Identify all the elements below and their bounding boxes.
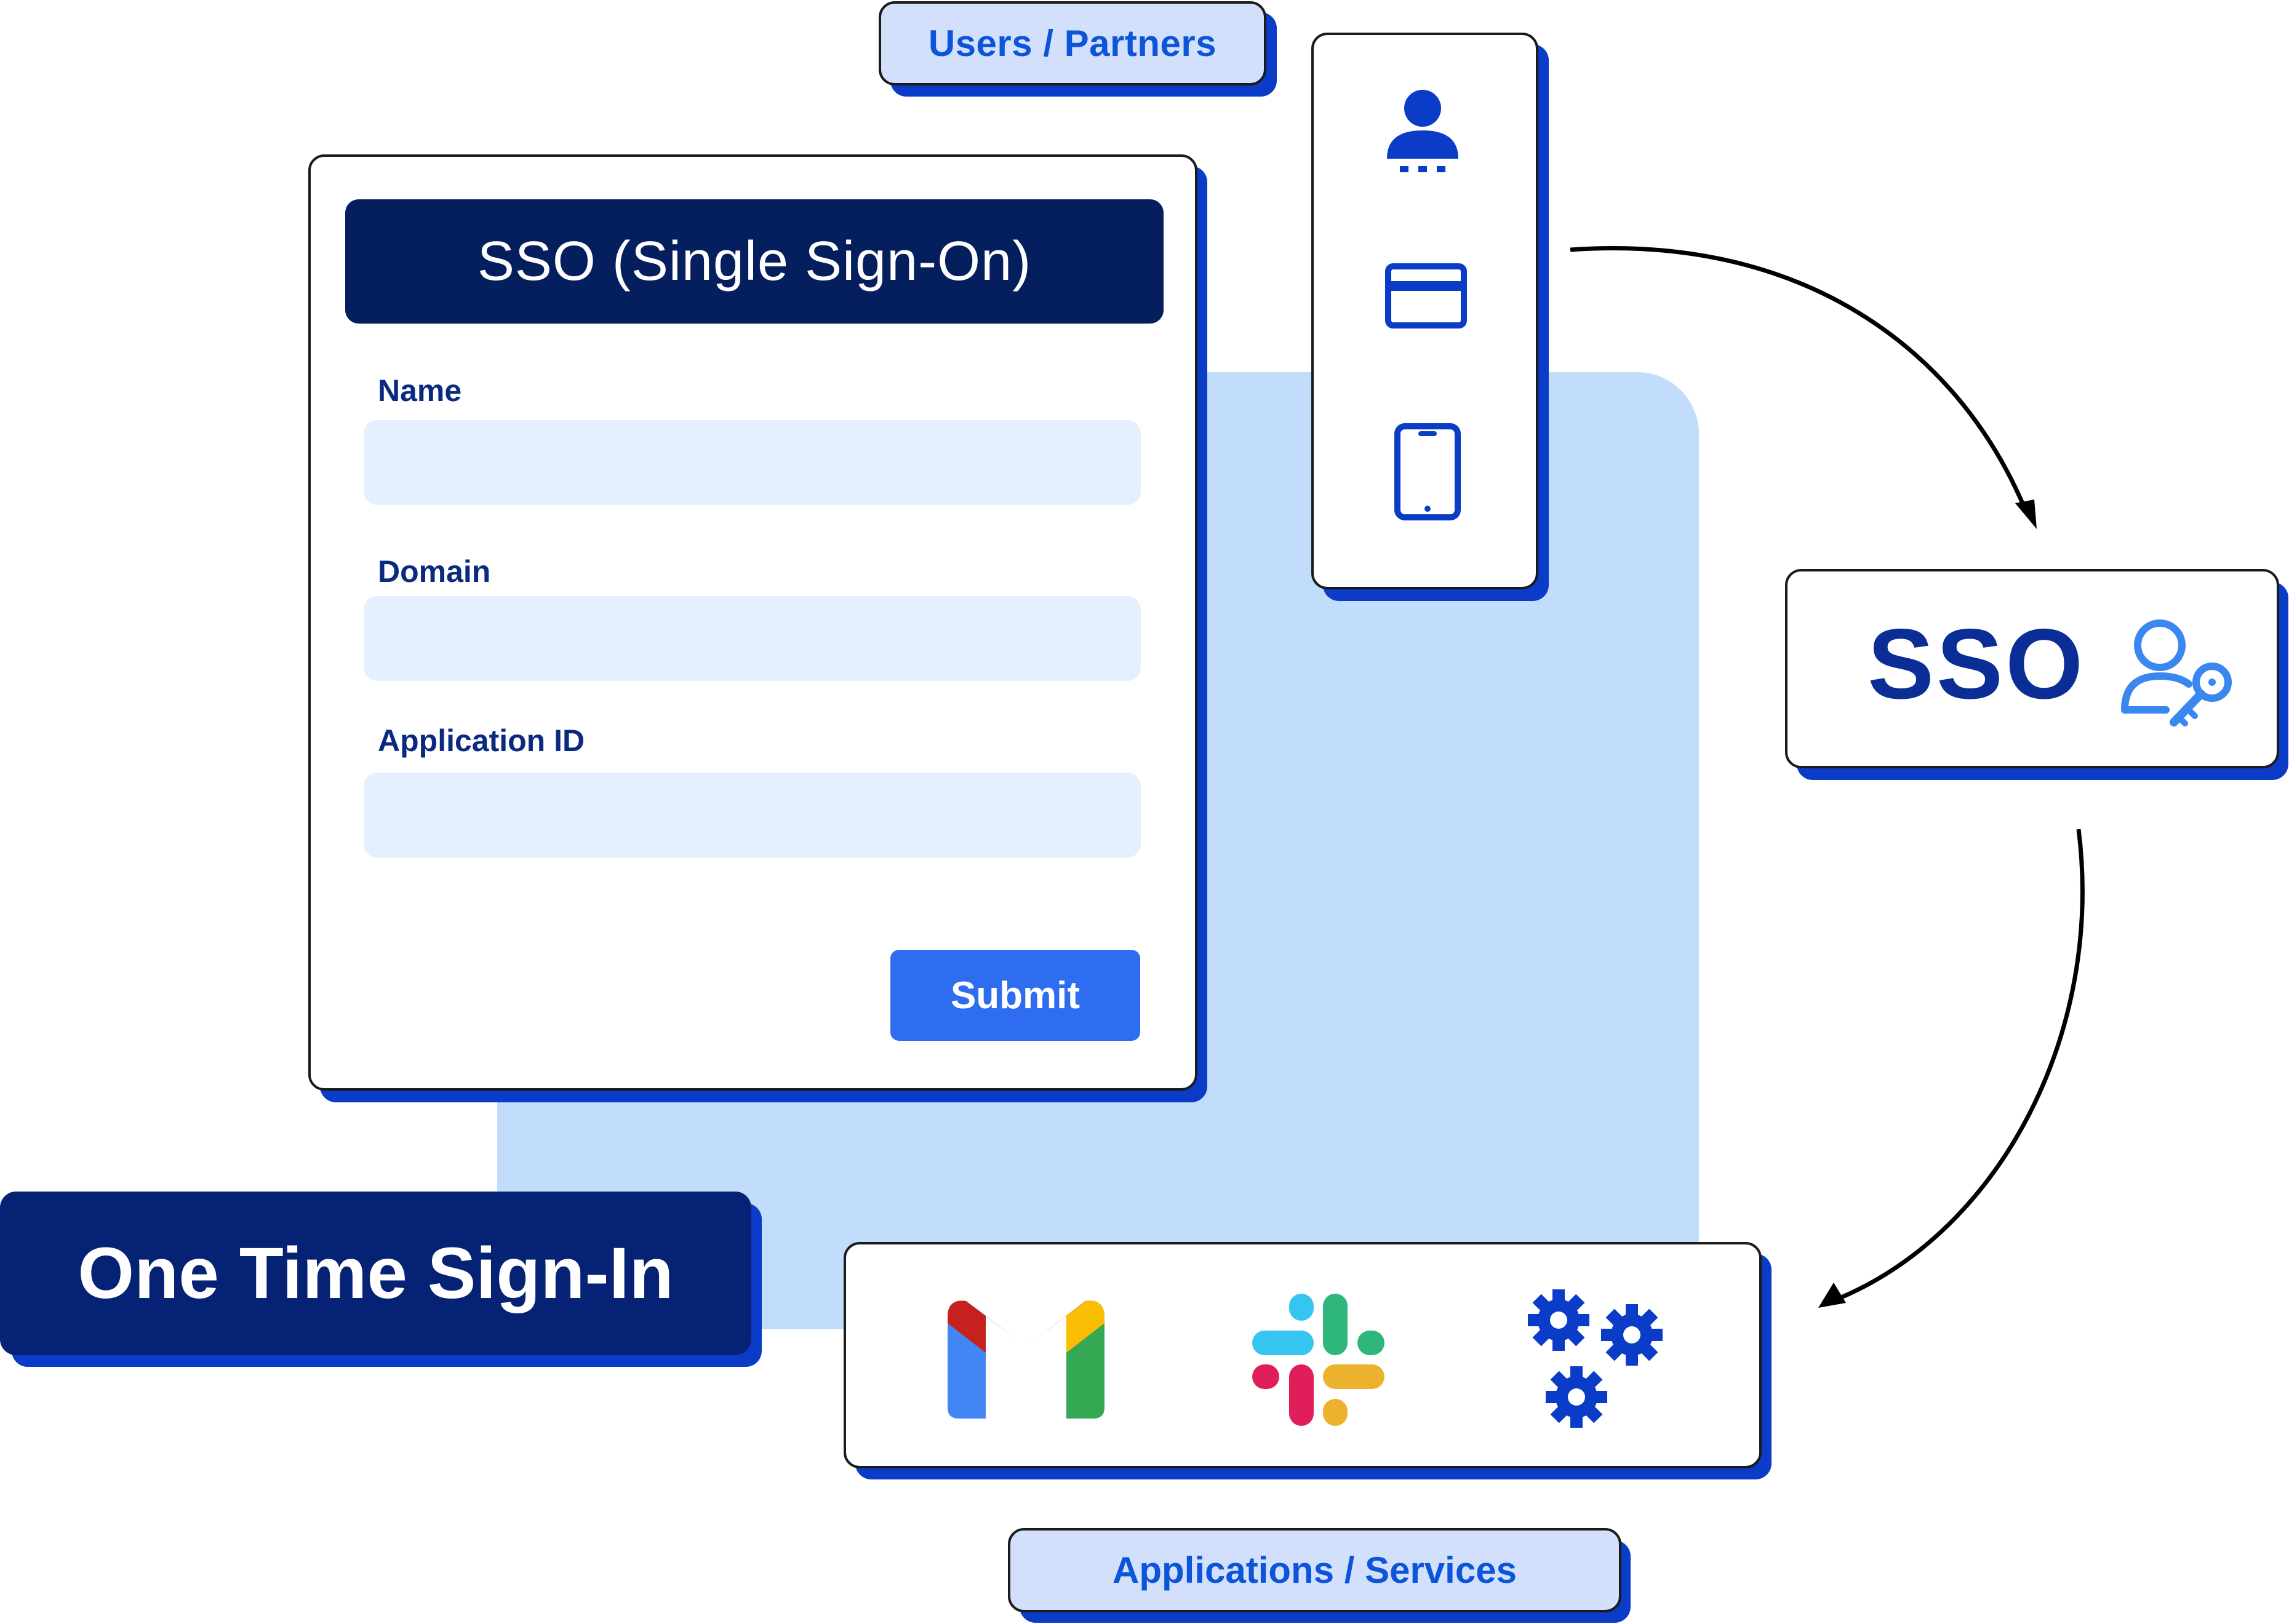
one-time-sign-in-text: One Time Sign-In: [78, 1233, 674, 1314]
name-input[interactable]: [364, 420, 1141, 505]
domain-label: Domain: [378, 554, 491, 589]
slack-icon: [1252, 1294, 1384, 1426]
name-label: Name: [378, 373, 462, 408]
application-id-input[interactable]: [364, 773, 1141, 858]
domain-input[interactable]: [364, 596, 1141, 681]
users-partners-label: Users / Partners: [879, 1, 1266, 86]
arrow-head-apps: [1818, 1283, 1846, 1308]
arrow-to-apps: [1839, 829, 2085, 1300]
form-title: SSO (Single Sign-On): [477, 230, 1032, 292]
form-title-bar: SSO (Single Sign-On): [345, 199, 1164, 324]
submit-button-label: Submit: [950, 974, 1081, 1017]
users-partners-text: Users / Partners: [928, 23, 1217, 64]
gmail-icon: [948, 1300, 1105, 1419]
sso-label: SSO: [1868, 608, 2086, 720]
submit-button[interactable]: Submit: [890, 950, 1140, 1041]
user-key-icon: [2121, 619, 2232, 726]
user-icon: [1387, 90, 1458, 172]
sso-card: SSO: [1785, 569, 2279, 768]
one-time-sign-in-banner: One Time Sign-In: [0, 1192, 751, 1355]
applications-services-label: Applications / Services: [1008, 1528, 1621, 1612]
icon-column: [1311, 33, 1538, 589]
phone-icon: [1394, 423, 1461, 520]
arrow-head-sso: [2015, 500, 2037, 529]
apps-card: [844, 1242, 1762, 1468]
application-id-label: Application ID: [378, 723, 585, 758]
card-icon: [1385, 263, 1467, 328]
arrow-to-sso: [1570, 246, 2028, 512]
applications-services-text: Applications / Services: [1113, 1550, 1517, 1591]
